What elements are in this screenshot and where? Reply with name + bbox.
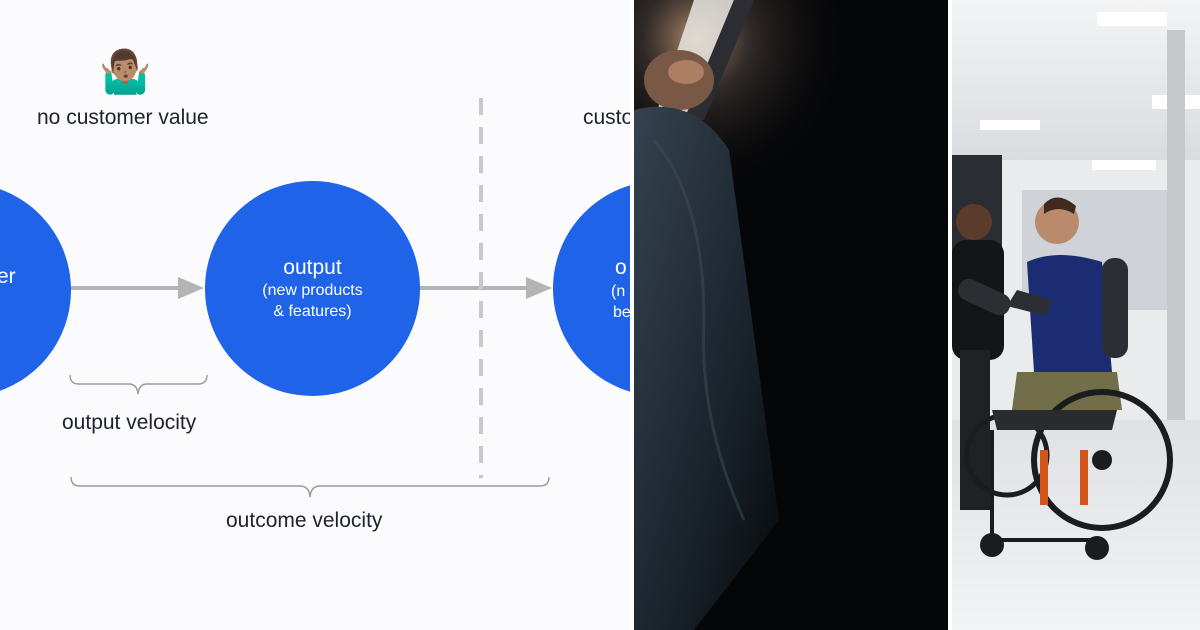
outcome-circle-title: o — [615, 256, 627, 279]
outcome-circle-subtitle-line2: be — [613, 304, 630, 321]
left-circle-text: er — [0, 265, 16, 288]
output-title: output — [283, 256, 342, 279]
output-velocity-brace — [69, 374, 208, 395]
diagram-connectors — [69, 98, 552, 498]
output-velocity-label: output velocity — [62, 411, 197, 434]
customer-value-label-partial: custo — [583, 106, 630, 129]
rehab-photo-art — [952, 0, 1200, 630]
rehab-photo — [952, 0, 1200, 630]
shrug-emoji-icon: 🤷🏽‍♂️ — [99, 48, 152, 95]
dark-hallway-photo — [634, 0, 948, 630]
outcome-velocity-label: outcome velocity — [226, 509, 383, 532]
output-subtitle-line2: & features) — [273, 303, 352, 320]
diagram-panel: er output (new products & features) o (n… — [0, 48, 630, 532]
dark-photo-art — [634, 0, 948, 630]
arrowhead-to-outcome — [526, 277, 552, 299]
outcome-circle-subtitle-line1: (n — [611, 283, 626, 300]
outcome-velocity-brace — [70, 476, 550, 498]
arrowhead-to-output — [178, 277, 204, 299]
output-subtitle-line1: (new products — [262, 282, 363, 299]
panel-gap-2 — [948, 0, 952, 630]
no-customer-value-label: no customer value — [37, 106, 209, 129]
output-circle: output (new products & features) — [205, 181, 420, 396]
panel-gap — [630, 0, 634, 630]
